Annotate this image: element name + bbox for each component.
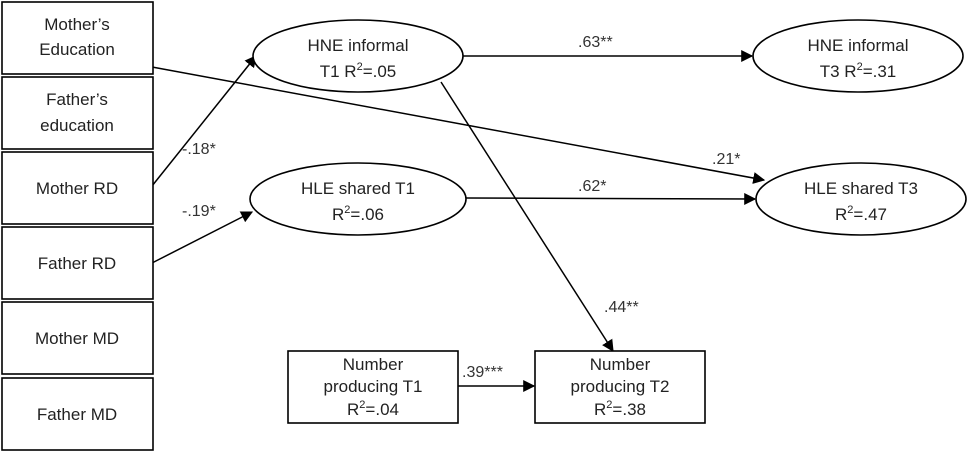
- hne-informal-t1-line2: T1 R2=.05: [320, 61, 397, 81]
- ellipse-hne-informal-t3: HNE informal T3 R2=.31: [752, 19, 964, 93]
- number-producing-t1-line1: Number: [343, 355, 404, 374]
- arrow-mother-rd-to-hne-t1: [151, 55, 257, 187]
- left-box-father-md: Father MD: [1, 377, 154, 451]
- arrow-mother-edu-to-hle-t3: [151, 66, 766, 184]
- father-education-line2: education: [40, 116, 114, 135]
- left-box-mother-rd: Mother RD: [1, 151, 154, 225]
- mother-rd-label: Mother RD: [36, 179, 118, 198]
- box-number-producing-t1: Number producing T1 R2=.04: [287, 350, 459, 424]
- hne-informal-t1-line1: HNE informal: [307, 36, 408, 55]
- arrow-hle-t1-to-hle-t3: [465, 192, 757, 205]
- father-md-label: Father MD: [37, 405, 117, 424]
- left-box-mother-md: Mother MD: [1, 301, 154, 375]
- coef-hne-t1-to-num-t2: .44**: [604, 299, 639, 316]
- box-number-producing-t2: Number producing T2 R2=.38: [534, 350, 706, 424]
- hle-shared-t1-line2: R2=.06: [332, 204, 384, 224]
- coef-mother-rd-to-hne-t1: -.18*: [182, 141, 216, 158]
- coef-mother-edu-to-hle-t3: .21*: [712, 151, 740, 168]
- hle-shared-t3-line2: R2=.47: [835, 204, 887, 224]
- hle-shared-t3-line1: HLE shared T3: [804, 179, 918, 198]
- number-producing-t1-line2: producing T1: [324, 377, 423, 396]
- left-box-mother-education: Mother’s Education: [1, 1, 154, 75]
- coef-hle-t1-to-hle-t3: .62*: [578, 178, 606, 195]
- path-coefficients: -.18* -.19* .63** .21* .62* .44** .39***: [182, 34, 740, 381]
- arrow-father-rd-to-hle-t1: [151, 211, 254, 264]
- hne-informal-t3-line1: HNE informal: [807, 36, 908, 55]
- father-rd-label: Father RD: [38, 254, 116, 273]
- mother-education-line1: Mother’s: [44, 15, 110, 34]
- number-producing-t2-line3: R2=.38: [594, 399, 646, 419]
- coef-num-t1-to-num-t2: .39***: [462, 364, 503, 381]
- number-producing-t2-line2: producing T2: [571, 377, 670, 396]
- mother-education-line2: Education: [39, 40, 115, 59]
- ellipse-hne-informal-t1: HNE informal T1 R2=.05: [252, 19, 464, 93]
- mother-md-label: Mother MD: [35, 329, 119, 348]
- hle-shared-t1-line1: HLE shared T1: [301, 179, 415, 198]
- coef-hne-t1-to-hne-t3: .63**: [578, 34, 613, 51]
- arrow-hne-t1-to-num-t2: [440, 81, 614, 353]
- ellipse-hle-shared-t3: HLE shared T3 R2=.47: [755, 162, 967, 236]
- hne-informal-t3-line2: T3 R2=.31: [820, 61, 897, 81]
- ellipse-hle-shared-t1: HLE shared T1 R2=.06: [249, 162, 467, 236]
- coef-father-rd-to-hle-t1: -.19*: [182, 203, 216, 220]
- left-box-father-rd: Father RD: [1, 226, 154, 300]
- path-arrows: [151, 50, 766, 392]
- father-education-line1: Father’s: [46, 90, 108, 109]
- left-box-father-education: Father’s education: [1, 76, 154, 150]
- number-producing-t2-line1: Number: [590, 355, 651, 374]
- number-producing-t1-line3: R2=.04: [347, 399, 399, 419]
